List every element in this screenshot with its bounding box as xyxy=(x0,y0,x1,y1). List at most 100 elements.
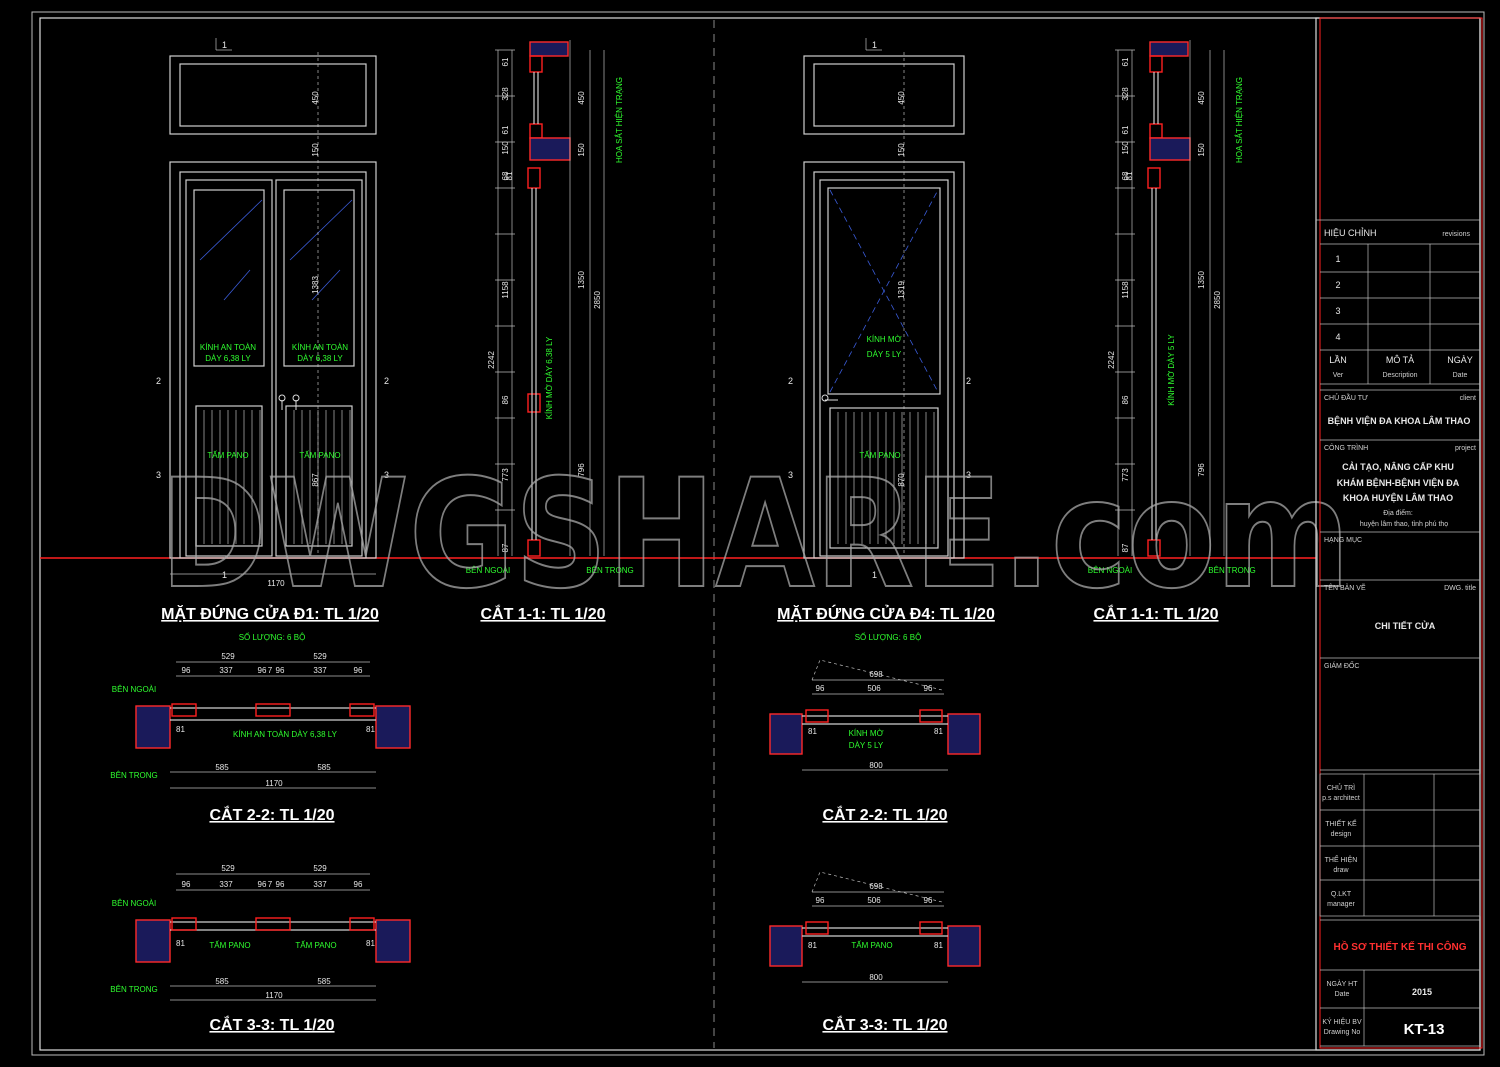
d1-height-867: 867 xyxy=(311,473,320,487)
d1-glass-label-4: DÀY 6,38 LY xyxy=(297,354,343,363)
dimension-label: 337 xyxy=(313,666,327,675)
d4-glass-label-1: KÍNH MỜ xyxy=(867,335,902,344)
dimension-label: 328 xyxy=(1121,87,1130,101)
d4-height-150: 150 xyxy=(897,143,906,157)
svg-text:Description: Description xyxy=(1382,372,1417,379)
svg-text:TẤM PANO: TẤM PANO xyxy=(295,940,336,950)
svg-text:BÊN NGOÀI: BÊN NGOÀI xyxy=(1088,566,1132,575)
sheet-outer-border xyxy=(31,11,1485,1056)
d1-marker-1-top: 1 xyxy=(222,40,227,50)
svg-text:TÊN BẢN VẼ: TÊN BẢN VẼ xyxy=(1324,583,1366,592)
svg-text:529: 529 xyxy=(313,864,327,873)
svg-text:revisions: revisions xyxy=(1442,231,1470,238)
svg-text:1: 1 xyxy=(1335,254,1340,264)
svg-text:TẤM PANO: TẤM PANO xyxy=(851,940,892,950)
svg-text:81: 81 xyxy=(808,941,817,950)
svg-text:81: 81 xyxy=(934,727,943,736)
d4-sec33-title: CẮT 3-3: TL 1/20 xyxy=(822,1015,947,1034)
svg-text:585: 585 xyxy=(317,763,331,772)
dimension-label: 773 xyxy=(1121,468,1130,482)
svg-text:CÔNG TRÌNH: CÔNG TRÌNH xyxy=(1324,443,1368,452)
svg-text:p.s architect: p.s architect xyxy=(1322,795,1360,802)
d4-section-title: CẮT 1-1: TL 1/20 xyxy=(1093,604,1218,623)
svg-text:Q.LKT: Q.LKT xyxy=(1331,891,1352,898)
svg-text:manager: manager xyxy=(1327,901,1355,908)
dimension-label: 61 xyxy=(501,125,510,134)
dimension-label: 81 xyxy=(1125,171,1134,180)
svg-text:1: 1 xyxy=(872,40,877,50)
dimension-label: 2242 xyxy=(1107,351,1116,369)
svg-text:1170: 1170 xyxy=(265,991,283,1000)
svg-text:NGÀY HT: NGÀY HT xyxy=(1327,979,1359,988)
dimension-label: 796 xyxy=(577,463,586,477)
client-name: BỆNH VIỆN ĐA KHOA LÂM THAO xyxy=(1328,415,1471,426)
title-block: HIỆU CHỈNH revisions 1 2 3 4 LẦN Ver MÔ … xyxy=(1315,17,1483,1051)
d1-section-1-1: 6132861150688111588677387450150135079628… xyxy=(466,40,634,575)
svg-text:81: 81 xyxy=(366,725,375,734)
d1-glass-label-3: KÍNH AN TOÀN xyxy=(292,343,348,352)
svg-text:698: 698 xyxy=(869,670,883,679)
d1-marker-2-left: 2 xyxy=(156,376,161,386)
svg-text:529: 529 xyxy=(313,652,327,661)
d1-quantity: SỐ LƯỢNG: 6 BỘ xyxy=(239,632,306,642)
dimension-label: 7 xyxy=(268,880,273,889)
d4-quantity: SỐ LƯỢNG: 6 BỘ xyxy=(855,632,922,642)
dimension-label: 506 xyxy=(867,896,881,905)
d1-section-title: CẮT 1-1: TL 1/20 xyxy=(480,604,605,623)
svg-text:800: 800 xyxy=(869,973,883,982)
d4-height-450: 450 xyxy=(897,91,906,105)
dimension-label: 7 xyxy=(268,666,273,675)
svg-text:CẢI TẠO, NÂNG CẤP KHU: CẢI TẠO, NÂNG CẤP KHU xyxy=(1342,461,1454,472)
dimension-label: 96 xyxy=(258,880,267,889)
svg-text:585: 585 xyxy=(215,763,229,772)
d1-height-150: 150 xyxy=(311,143,320,157)
d1-sec22-title: CẮT 2-2: TL 1/20 xyxy=(209,805,334,824)
dimension-label: 2850 xyxy=(1213,291,1222,309)
svg-text:81: 81 xyxy=(176,939,185,948)
dimension-label: 450 xyxy=(1197,91,1206,105)
d1-panel-label-1: TẤM PANO xyxy=(207,450,248,460)
d1-height-1383: 1383 xyxy=(311,276,320,294)
dimension-label: 68 xyxy=(501,171,510,180)
svg-text:DWG. title: DWG. title xyxy=(1444,585,1476,592)
svg-text:TẤM PANO: TẤM PANO xyxy=(209,940,250,950)
svg-text:Date: Date xyxy=(1335,991,1350,998)
svg-text:CHỦ ĐẦU TƯ: CHỦ ĐẦU TƯ xyxy=(1324,392,1368,402)
drawing-number: KT-13 xyxy=(1404,1021,1445,1038)
date-value: 2015 xyxy=(1412,987,1432,997)
d4-height-1319: 1319 xyxy=(897,281,906,299)
d1-sec22-label: KÍNH AN TOÀN DÀY 6,38 LY xyxy=(233,730,338,739)
svg-text:LẦN: LẦN xyxy=(1329,355,1347,365)
dimension-label: 2850 xyxy=(593,291,602,309)
svg-text:2: 2 xyxy=(1335,280,1340,290)
svg-text:585: 585 xyxy=(215,977,229,986)
svg-text:KÝ HIỆU BV: KÝ HIỆU BV xyxy=(1322,1017,1362,1026)
svg-text:1170: 1170 xyxy=(265,779,283,788)
dimension-label: 1350 xyxy=(577,271,586,289)
dimension-label: 337 xyxy=(219,880,233,889)
svg-text:698: 698 xyxy=(869,882,883,891)
svg-text:draw: draw xyxy=(1333,867,1349,874)
svg-text:THỂ HIỆN: THỂ HIỆN xyxy=(1325,855,1358,864)
d4-section-label-ironwork: HOA SẮT HIỆN TRẠNG xyxy=(1235,77,1244,163)
svg-text:2: 2 xyxy=(966,376,971,386)
d4-sec22-title: CẮT 2-2: TL 1/20 xyxy=(822,805,947,824)
svg-text:Date: Date xyxy=(1453,372,1468,379)
d1-width: 1170 xyxy=(267,579,285,588)
d1-elevation-title: MẶT ĐỨNG CỬA Đ1: TL 1/20 xyxy=(161,604,379,623)
d4-section-1-1: 6132861150688111588677387450150135079628… xyxy=(1088,40,1256,575)
dimension-label: 506 xyxy=(867,684,881,693)
svg-text:800: 800 xyxy=(869,761,883,770)
svg-text:3: 3 xyxy=(966,470,971,480)
svg-text:client: client xyxy=(1460,395,1476,402)
d4-glass-label-2: DÀY 5 LY xyxy=(867,350,902,359)
svg-text:design: design xyxy=(1331,831,1352,838)
svg-text:KÍNH MỜ: KÍNH MỜ xyxy=(849,729,884,738)
d1-height-450: 450 xyxy=(311,91,320,105)
d1-marker-3-right: 3 xyxy=(384,470,389,480)
d1-sec33-title: CẮT 3-3: TL 1/20 xyxy=(209,1015,334,1034)
svg-text:81: 81 xyxy=(176,725,185,734)
d1-side-in: BÊN TRONG xyxy=(586,566,633,575)
